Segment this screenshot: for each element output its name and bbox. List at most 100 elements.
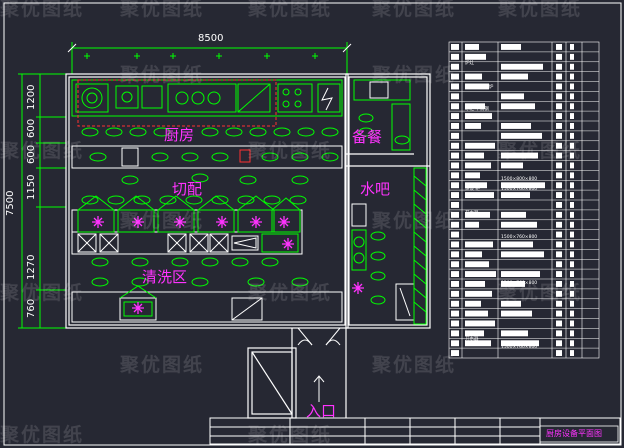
table-name-bar	[465, 162, 491, 169]
table-index-bar	[451, 330, 459, 337]
table-unit-bar	[570, 310, 574, 317]
cooking-line	[71, 79, 343, 117]
table-index-bar	[451, 192, 459, 198]
table-unit-bar	[570, 211, 574, 218]
table-index-bar	[451, 241, 459, 248]
serving-fixtures	[351, 79, 427, 325]
table-spec-bar	[501, 211, 526, 218]
table-index-bar	[451, 103, 459, 110]
room-label-bar: 水吧	[360, 180, 391, 198]
table-qty-bar	[556, 182, 562, 189]
table-spec-bar	[501, 73, 528, 80]
table-unit-bar	[570, 73, 574, 80]
exhaust-hood	[77, 79, 277, 127]
table-row-lines	[449, 51, 599, 349]
table-spec-bar	[501, 152, 538, 159]
table-text-5: 开水器	[465, 211, 479, 216]
table-name-bar	[465, 123, 481, 129]
table-qty-bar	[556, 132, 562, 139]
table-unit-bar	[570, 103, 574, 110]
table-unit-bar	[570, 93, 574, 100]
table-unit-bar	[570, 63, 574, 70]
table-spec-bar	[501, 281, 525, 287]
room-label-prep: 切配	[172, 180, 203, 198]
table-unit-bar	[570, 113, 574, 119]
walls	[65, 73, 431, 419]
table-spec-bar	[501, 103, 535, 110]
wall-markers	[84, 53, 318, 59]
table-unit-bar	[570, 192, 574, 198]
table-qty-bar	[556, 251, 562, 258]
table-spec-bar	[501, 340, 539, 347]
table-index-bar	[451, 113, 459, 119]
table-unit-bar	[570, 251, 574, 258]
table-name-bar	[465, 211, 490, 218]
table-unit-bar	[570, 53, 574, 60]
table-dim-5: 1500×760×800	[501, 345, 538, 350]
left-dimension	[18, 73, 66, 329]
table-name-bar	[465, 83, 489, 90]
table-name-bar	[465, 152, 484, 159]
table-qty-bar	[556, 300, 562, 307]
table-unit-bar	[570, 123, 574, 129]
table-index-bar	[451, 310, 459, 317]
table-index-bar	[451, 221, 459, 228]
segment-label-4: 1150	[26, 174, 37, 200]
table-spec-bar	[501, 251, 544, 258]
table-qty-bar	[556, 221, 562, 228]
table-name-bar	[465, 290, 492, 297]
table-unit-bar	[570, 290, 574, 297]
table-name-bar	[465, 330, 484, 337]
table-dim-1: 1500×800×800	[501, 177, 538, 182]
segment-label-5: 1270	[26, 254, 37, 280]
table-unit-bar	[570, 271, 574, 277]
table-qty-bar	[556, 241, 562, 248]
table-spec-bar	[501, 330, 528, 337]
table-spec-bar	[501, 271, 540, 277]
equipment-pads	[81, 113, 410, 305]
table-index-bar	[451, 172, 459, 179]
drawing-frame	[3, 2, 622, 446]
table-qty-bar	[556, 192, 562, 198]
table-index-bar	[451, 73, 459, 80]
segment-label-1: 1200	[26, 84, 37, 110]
table-index-bar	[451, 340, 459, 347]
table-index-bar	[451, 182, 459, 189]
table-qty-bar	[556, 162, 562, 169]
table-unit-bar	[570, 300, 574, 307]
table-index-bar	[451, 93, 459, 100]
table-unit-bar	[570, 44, 574, 50]
table-unit-bar	[570, 231, 574, 238]
table-unit-bar	[570, 281, 574, 287]
table-index-bar	[451, 271, 459, 277]
table-spec-bar	[501, 63, 543, 70]
table-dim-4: 1200×760×800	[501, 281, 538, 286]
segment-label-3: 600	[26, 144, 37, 164]
table-name-bar	[465, 73, 482, 80]
table-index-bar	[451, 231, 459, 238]
table-name-bar	[465, 310, 488, 317]
table-unit-bar	[570, 162, 574, 169]
table-qty-bar	[556, 211, 562, 218]
overall-width-label: 8500	[198, 33, 224, 44]
table-qty-bar	[556, 330, 562, 337]
table-name-bar	[465, 192, 494, 198]
table-index-bar	[451, 261, 459, 268]
table-dim-2: 1500×760×800	[501, 187, 538, 192]
table-name-bar	[465, 251, 482, 258]
table-index-bar	[451, 300, 459, 307]
table-dim-3: 1500×760×800	[501, 235, 538, 240]
overall-height-label: 7500	[5, 190, 16, 216]
entrance-arrow	[313, 375, 325, 402]
table-qty-bar	[556, 83, 562, 90]
table-qty-bar	[556, 123, 562, 129]
table-qty-bar	[556, 93, 562, 100]
table-unit-bar	[570, 261, 574, 268]
table-index-bar	[451, 162, 459, 169]
table-spec-bar	[501, 310, 532, 317]
table-name-bar	[465, 182, 487, 189]
table-spec-bar	[501, 241, 533, 248]
table-qty-bar	[556, 261, 562, 268]
equipment-markers	[92, 216, 364, 314]
